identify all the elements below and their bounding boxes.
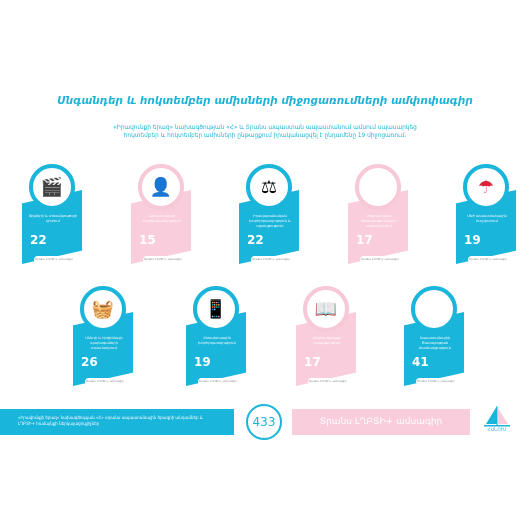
phone-icon: 📱 [193,286,239,332]
clapperboard-icon: 🎬 [29,164,75,210]
umbrella-icon: ☂ [463,164,509,210]
card-value: 26 [81,355,98,369]
card-description: Մեծ ապաստանային հաշվառում [467,214,507,223]
card-source: Տրանս ԼՂԲՏԻ+ ամսագիր [251,256,291,263]
footer: «Իրավունքի երազ» նախագծության «Հ» տրանս … [0,402,530,440]
card-source: Տրանս ԼՂԲՏԻ+ ամսագիր [143,256,183,263]
card-source: Տրանս ԼՂԲՏԻ+ ամսագիր [416,378,456,385]
card-value: 41 [412,355,429,369]
card-source: Տրանս ԼՂԲՏԻ+ ամսագիր [360,256,400,263]
card-source: Տրանս ԼՂԲՏԻ+ ամսագիր [34,256,74,263]
footer-left-bar: «Իրավունքի երազ» նախագծության «Հ» տրանս … [0,409,234,435]
card-description: Հեռախոսային խորհրդատվություն [198,336,236,345]
person-speaker-icon: 👤 [138,164,184,210]
card-description: Ապաստանային Ծառայության մասնակցություն [419,336,451,350]
page-number: 433 [246,404,282,440]
footer-right-text: Տրանս ԼՂԲՏԻ+ ամսագիր [319,417,443,427]
basket-icon: 🧺 [80,286,126,332]
card-value: 15 [139,233,156,247]
card-value: 17 [356,233,373,247]
card-description: Իրավաբանական խորհրդատվություն և աջակցութ… [249,214,291,228]
page-subtitle: «Իրավունքի երազ» նախագծության «Հ» և Տրան… [113,125,417,139]
card-source: Տրանս ԼՂԲՏԻ+ ամսագիր [308,378,348,385]
logo-text: ՀԱՆՈՒՄ [487,428,507,433]
sail-logo-icon [484,406,510,427]
card-source: Տրանս ԼՂԲՏԻ+ ամսագիր [85,378,125,385]
card-source: Տրանս ԼՂԲՏԻ+ ամսագիր [468,256,508,263]
card-description: Հոգեբանական աջակցություն [312,336,342,345]
card-description: Ֆիլմերի և տեսանյութերի դիտում [28,214,78,223]
blank-circle-icon [355,164,401,210]
card-value: 22 [247,233,264,247]
card-value: 17 [304,355,321,369]
person-reading-icon: 📖 [303,286,349,332]
card-description: Անհատական խորհրդատվություն [143,214,181,223]
footer-left-text: «Իրավունքի երազ» նախագծության «Հ» տրանս … [18,415,204,426]
footer-right-bar: Տրանս ԼՂԲՏԻ+ ամսագիր [292,409,470,435]
card-description: Սննդի և հիգիենայի պարագաների տրամադրում [85,336,123,350]
card-value: 22 [30,233,47,247]
card-description: Սոցիալական ծառայությունների տրամադրում [361,214,397,228]
card-value: 19 [194,355,211,369]
blank-circle-icon [411,286,457,332]
page-title: Սնգանդեր և հոկտեմբեր ամիսների միջոցառում… [57,95,473,107]
logo: ՀԱՆՈՒՄ [474,404,520,438]
card-value: 19 [464,233,481,247]
card-source: Տրանս ԼՂԲՏԻ+ ամսագիր [198,378,238,385]
gavel-icon: ⚖ [246,164,292,210]
